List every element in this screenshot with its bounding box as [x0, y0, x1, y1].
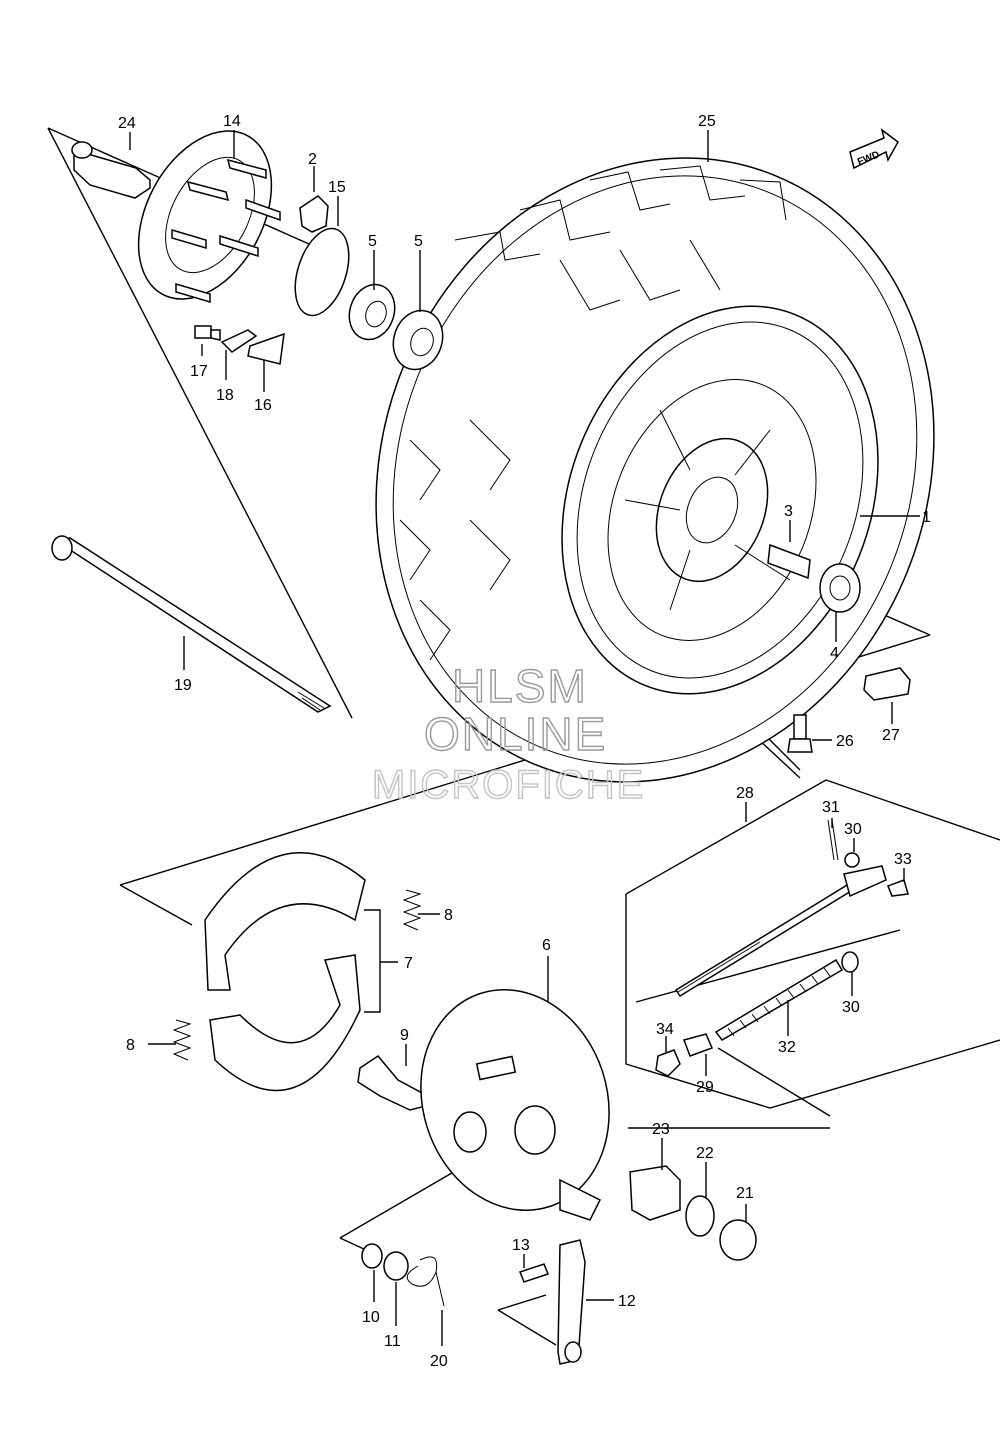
callout-5-right: 5 [414, 233, 423, 250]
collar-24 [71, 141, 151, 199]
spring-32 [714, 958, 844, 1041]
callout-27: 27 [882, 727, 900, 744]
callout-20: 20 [430, 1353, 448, 1370]
cotter-pin-31 [827, 819, 839, 861]
callout-12: 12 [618, 1293, 636, 1310]
bearing-5-right [392, 309, 444, 371]
callout-19: 19 [174, 677, 192, 694]
spring-8-lower [172, 1019, 192, 1061]
callout-30-lower: 30 [842, 999, 860, 1016]
brake-arm-12 [557, 1239, 586, 1365]
callout-3: 3 [784, 503, 793, 520]
callout-31: 31 [822, 799, 840, 816]
circlip-10 [361, 1243, 383, 1269]
callout-17: 17 [190, 363, 208, 380]
callout-23: 23 [652, 1121, 670, 1138]
brake-shoe-lower [209, 954, 361, 1092]
nut-34 [655, 1049, 681, 1077]
callout-26: 26 [836, 733, 854, 750]
brake-panel-6 [420, 989, 610, 1221]
callout-8-lower: 8 [126, 1037, 135, 1054]
callout-15: 15 [328, 179, 346, 196]
wheel-bearing-right [819, 563, 861, 613]
nut-21 [719, 1219, 757, 1261]
o-ring-15 [294, 227, 350, 317]
callout-18: 18 [216, 387, 234, 404]
pin-33 [887, 879, 909, 897]
group-outline-right-box [625, 779, 1000, 1117]
callout-24: 24 [118, 115, 136, 132]
washer-18 [220, 329, 258, 353]
callout-6: 6 [542, 937, 551, 954]
callout-2: 2 [308, 151, 317, 168]
valve-26 [787, 714, 813, 753]
callout-22: 22 [696, 1145, 714, 1162]
washer-30-lower [841, 951, 859, 973]
callout-9: 9 [400, 1027, 409, 1044]
hub-drum-14 [137, 130, 281, 304]
bolt-13 [519, 1263, 549, 1283]
bearing-2 [299, 195, 329, 233]
watermark-line-2: ONLINE [424, 708, 607, 760]
washer-30-upper [844, 852, 860, 868]
callout-labels: 24 14 2 15 5 5 17 18 16 19 25 3 1 4 26 2… [118, 113, 931, 1370]
callout-21: 21 [736, 1185, 754, 1202]
fwd-direction-badge: FWD [849, 128, 899, 170]
washer-22 [685, 1195, 715, 1237]
joint-29 [683, 1033, 714, 1057]
cam-9 [357, 1055, 427, 1111]
callout-13: 13 [512, 1237, 530, 1254]
washer-11 [383, 1251, 409, 1281]
plate-16 [247, 332, 285, 365]
leader-lines [129, 130, 920, 1346]
callout-16: 16 [254, 397, 272, 414]
watermark: HLSM ONLINE MICROFICHE [371, 659, 645, 807]
spring-8-upper [402, 889, 422, 931]
spring-20 [406, 1256, 445, 1307]
rear-wheel-rim [561, 305, 879, 695]
callout-14: 14 [223, 113, 241, 130]
collar-23 [629, 1165, 681, 1221]
watermark-line-1: HLSM [452, 660, 588, 712]
callout-1: 1 [922, 509, 931, 526]
callout-10: 10 [362, 1309, 380, 1326]
watermark-line-3: MICROFICHE [372, 763, 645, 807]
callout-25: 25 [698, 113, 716, 130]
callout-11: 11 [384, 1333, 401, 1350]
callout-28: 28 [736, 785, 754, 802]
callout-7: 7 [404, 955, 413, 972]
callout-34: 34 [656, 1021, 674, 1038]
callout-8-upper: 8 [444, 907, 453, 924]
wheel-hub-spacer [767, 543, 811, 580]
axle-19 [51, 535, 332, 713]
callout-29: 29 [696, 1079, 714, 1096]
bearing-5-left [348, 283, 396, 341]
callout-32: 32 [778, 1039, 796, 1056]
callout-33: 33 [894, 851, 912, 868]
balancer-weight-27 [863, 667, 911, 701]
callout-5-left: 5 [368, 233, 377, 250]
brake-rod-28 [674, 865, 887, 998]
callout-30-upper: 30 [844, 821, 862, 838]
brake-shoe-upper [204, 852, 366, 991]
callout-4: 4 [830, 645, 839, 662]
bolt-17 [194, 325, 221, 341]
